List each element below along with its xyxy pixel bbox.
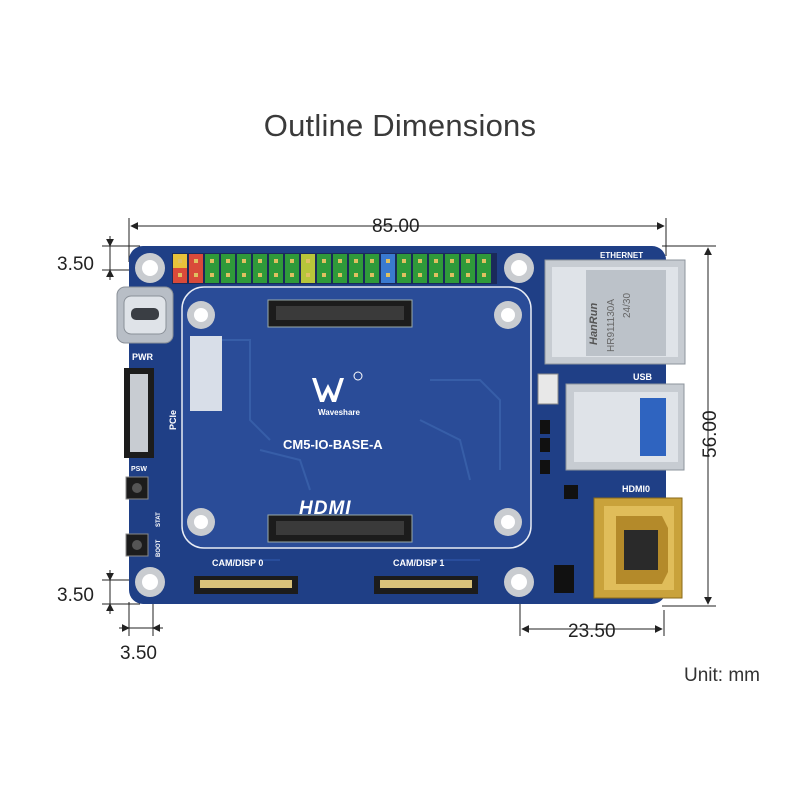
module-traces <box>210 339 501 491</box>
top-hole-offset-label: 3.50 <box>57 254 94 275</box>
brand-label: Waveshare <box>318 408 361 417</box>
psw-label: PSW <box>131 466 147 473</box>
usb-a-port <box>565 383 685 471</box>
cam-disp-1-connector <box>374 576 478 594</box>
rj45-brand: HanRun <box>588 303 600 345</box>
silk-block <box>190 336 222 411</box>
bottom-hole-offset-label: 3.50 <box>57 585 94 606</box>
mounting-holes <box>135 253 534 597</box>
waveshare-logo <box>312 371 363 402</box>
pcb-board: Waveshare CM5-IO-BASE-A HDMI PWR PCIe PS… <box>116 246 686 604</box>
rj45-part: HR911130A <box>606 299 617 352</box>
boot-label: BOOT <box>156 539 162 557</box>
model-label: CM5-IO-BASE-A <box>283 437 383 452</box>
right-hole-spacing-label: 23.50 <box>568 621 616 642</box>
pwr-label: PWR <box>132 352 153 362</box>
width-dimension-label: 85.00 <box>372 216 420 237</box>
rj45-date: 24/30 <box>622 293 633 318</box>
cam-disp-0-connector <box>194 576 298 594</box>
left-hole-offset-label: 3.50 <box>120 643 157 664</box>
pcie-label: PCIe <box>168 410 178 430</box>
dimension-lines <box>102 218 716 636</box>
usb-c-port <box>116 286 174 344</box>
usb-label: USB <box>633 372 653 382</box>
page-title: Outline Dimensions <box>263 108 537 143</box>
unit-label: Unit: mm <box>684 665 760 686</box>
pcie-connector <box>124 368 154 458</box>
cam0-label: CAM/DISP 0 <box>212 558 263 568</box>
b2b-connector-top <box>267 299 413 328</box>
hdmi-port <box>593 497 683 599</box>
boot-button <box>125 533 149 557</box>
ethernet-label: ETHERNET <box>600 251 643 260</box>
gpio-header <box>172 253 497 284</box>
cm5-module-outline <box>181 286 532 549</box>
hdmi-logo: HDMI <box>299 498 352 519</box>
stat-label: STAT <box>156 512 162 527</box>
fan-connector <box>537 373 559 405</box>
b2b-connector-bottom <box>267 514 413 543</box>
hdmi0-label: HDMI0 <box>622 484 650 494</box>
psw-button <box>125 476 149 500</box>
cam1-label: CAM/DISP 1 <box>393 558 444 568</box>
height-dimension-label: 56.00 <box>700 410 721 458</box>
ethernet-port <box>544 259 686 365</box>
